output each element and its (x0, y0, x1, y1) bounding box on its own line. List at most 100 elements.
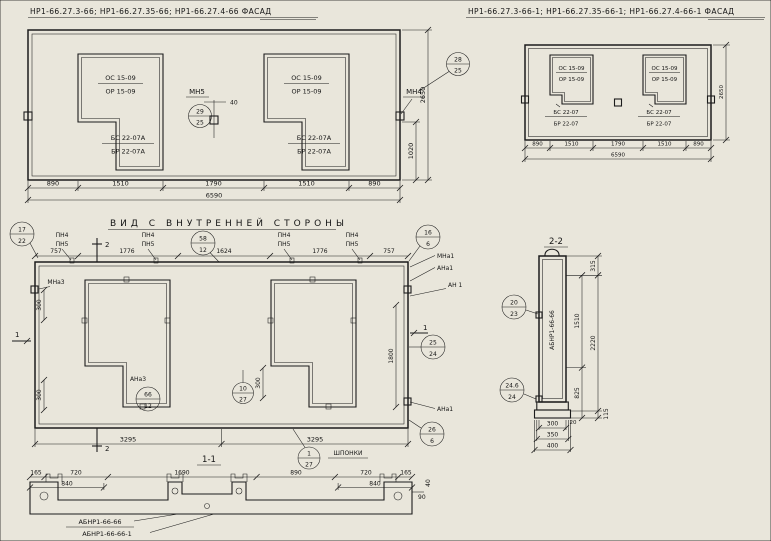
anchor-label: ПН4 (278, 232, 291, 239)
dim-panel-height: 2650 (719, 85, 725, 99)
facade-right-title: НР1-66.27.3-66-1; НР1-66.27.35-66-1; НР1… (468, 7, 734, 16)
dim: 165 (30, 470, 42, 477)
dim-1800-group: 1800 (388, 301, 400, 411)
anchor-marks (30, 257, 412, 410)
dim: 350 (547, 432, 559, 439)
sheet-number: 23 (510, 311, 518, 318)
dim: 1510 (658, 142, 672, 148)
anchor-label: ПН4 (142, 232, 155, 239)
node-number: 28 (454, 57, 462, 64)
node-number: 24.6 (505, 383, 519, 390)
edge-connector (395, 111, 405, 121)
panel-type-label: АБНР1-66-66 (78, 518, 121, 526)
void-circle (204, 503, 210, 509)
connector-label: МН5 (189, 88, 205, 96)
edge-connector (23, 111, 33, 121)
slab-profile-outline (29, 481, 413, 515)
section-1-1-labels: АБНР1-66-66 АБНР1-66-66-1 (66, 513, 215, 538)
sheet-number: 6 (430, 438, 434, 445)
dim: 1800 (388, 348, 395, 363)
dim: 890 (532, 142, 543, 148)
dim: 3295 (307, 436, 324, 444)
mn5-callout: МН5 29 25 40 (186, 88, 238, 128)
footing-step-1 (536, 401, 569, 411)
dim: 825 (574, 387, 581, 399)
dim: 40 (425, 479, 432, 487)
sheet-number: 27 (305, 462, 313, 469)
dim: 300 (547, 421, 559, 428)
panel-outline (34, 261, 409, 429)
void-circle (235, 487, 243, 495)
dim: 165 (400, 470, 412, 477)
sheet-number: 12 (199, 247, 207, 254)
sill-block-mark: БР 22-07А (297, 148, 331, 156)
section-1-1-drawing: 1-1 165 720 1690 890 720 165 (26, 455, 432, 538)
keys-label: ШПОНКИ (334, 450, 363, 457)
window-mark: ОС 15-09 (652, 66, 678, 72)
connector-label: МН4 (406, 88, 422, 96)
inner-top-dims: 757 1776 1624 1776 757 (31, 248, 412, 260)
sill-block-mark: БС 22-07А (111, 134, 146, 142)
facade-left-drawing: НР1-66.27.3-66; НР1-66.27.35-66; НР1-66.… (23, 7, 470, 204)
node-number: 20 (510, 300, 518, 307)
dim: 300 (255, 377, 262, 389)
anchor-label: ПН4 (346, 232, 359, 239)
facade-right-bottom-dims: 890 1510 1790 1510 890 6590 (521, 141, 715, 163)
sill-block-mark: БР 22-07 (647, 122, 672, 128)
node-number: 10 (239, 386, 247, 393)
section-mark: 2 (105, 445, 109, 453)
edge-connector (706, 95, 716, 104)
dim-sill-height: 1020 (407, 143, 415, 160)
dim: 1510 (565, 142, 579, 148)
anchor-label: МНа3 (47, 279, 64, 286)
panel-type-label: АБНР1-66-66-1 (82, 530, 132, 538)
opening-2-outline (263, 53, 350, 171)
callout-10-27: 10 27 (232, 370, 254, 404)
sill-block-mark: БР 22-07 (554, 122, 579, 128)
node-number: 26 (428, 427, 436, 434)
anchor-label: ПН4 (56, 232, 69, 239)
section-1-1-top-dims: 165 720 1690 890 720 165 840 840 90 40 (26, 470, 432, 501)
dim: 400 (547, 443, 559, 450)
dim: 1624 (216, 248, 231, 255)
void-circle (393, 491, 403, 501)
dim: 1510 (298, 180, 315, 188)
dim: 1790 (611, 142, 625, 148)
panel-type-label: АБНР1-66-66 (549, 310, 556, 350)
callout-1-27-shponki: 1 27 ШПОНКИ (292, 428, 368, 470)
dim: 840 (61, 481, 73, 488)
dim: 1790 (205, 180, 222, 188)
section-2-marker-top: 2 (92, 238, 109, 262)
dim: 1510 (112, 180, 129, 188)
section-1-1-title: 1-1 (202, 455, 216, 465)
panel-outline (27, 29, 401, 181)
footing-step-2 (533, 409, 572, 419)
center-connector (613, 98, 623, 107)
callout-17-22: 17 22 (9, 221, 39, 259)
callout-66-12: 66 12 (135, 386, 161, 412)
facade-right-drawing: НР1-66.27.3-66-1; НР1-66.27.35-66-1; НР1… (466, 7, 765, 163)
section-mark: 1 (423, 324, 427, 332)
dim-300-group: 300 300 300 (36, 286, 267, 414)
void-circle (171, 487, 179, 495)
opening-2-outline (270, 279, 357, 408)
anchor-label: ПН5 (56, 241, 69, 248)
dim: 757 (383, 248, 395, 255)
sheet-number: 24 (508, 394, 516, 401)
void-circle (39, 491, 49, 501)
connector-mark (535, 311, 543, 319)
node-number: 1 (307, 451, 311, 458)
node-number: 17 (18, 227, 26, 234)
sill-block-mark: БР 22-07А (111, 148, 145, 156)
facade-left-title: НР1-66.27.3-66; НР1-66.27.35-66; НР1-66.… (30, 7, 272, 16)
callout-16-6: 16 6 (408, 224, 441, 262)
dim: 890 (290, 470, 302, 477)
facade-left-bottom-dims: 890 1510 1790 1510 890 6590 (24, 180, 404, 204)
dim-total: 6590 (611, 153, 625, 159)
anchor-labels-top: ПН4 ПН5 ПН4 ПН5 ПН4 ПН5 ПН4 ПН5 (56, 232, 361, 261)
callout-25-24: 25 24 (409, 334, 446, 360)
dim: 890 (693, 142, 704, 148)
section-2-2-drawing: 2-2 АБНР1-66-66 20 23 24.6 24 (499, 237, 610, 454)
